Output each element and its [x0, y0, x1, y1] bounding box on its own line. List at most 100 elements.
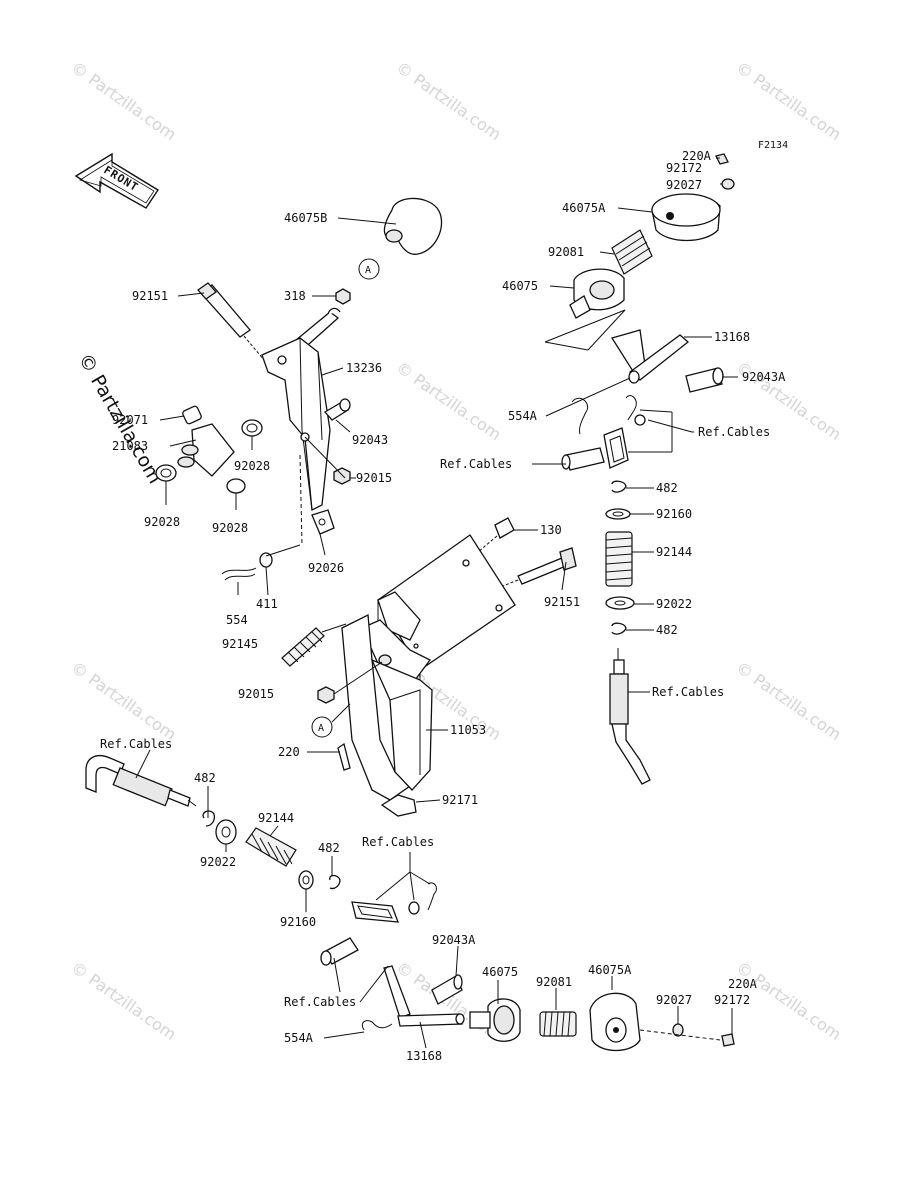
- washer-92028: [155, 464, 177, 482]
- part-label: 46075A: [588, 963, 632, 977]
- part-label: 92026: [308, 561, 344, 575]
- svg-text:A: A: [318, 723, 324, 734]
- washer-92022: [605, 596, 635, 610]
- part-label: 130: [540, 523, 562, 537]
- part-label: 411: [256, 597, 278, 611]
- clip-482: [611, 622, 627, 635]
- part-label: 92071: [112, 413, 148, 427]
- washer-92160: [298, 870, 314, 890]
- part-label: 13168: [714, 330, 750, 344]
- knob-46075b: [383, 197, 443, 255]
- washer-92028: [241, 419, 263, 437]
- clip-92026: [311, 509, 335, 535]
- washer-92160: [605, 508, 631, 520]
- part-label: Ref.Cables: [440, 457, 512, 471]
- spring-92145: [281, 627, 325, 667]
- part-label: 220: [278, 745, 300, 759]
- shift-lever-assembly: A: [155, 197, 443, 596]
- part-label: 21083: [112, 439, 148, 453]
- part-label: 92022: [200, 855, 236, 869]
- washer-92022: [215, 819, 237, 845]
- part-label: 46075A: [562, 201, 606, 215]
- part-label: 554A: [508, 409, 538, 423]
- clip-554: [221, 567, 257, 575]
- part-label: 482: [318, 841, 340, 855]
- part-label: 92145: [222, 637, 258, 651]
- watermark: © Partzilla.com: [733, 658, 845, 744]
- part-label: 554A: [284, 1031, 314, 1045]
- washer-92028: [226, 478, 246, 494]
- part-label: 92043: [352, 433, 388, 447]
- part-label: 92151: [132, 289, 168, 303]
- part-label: 92028: [212, 521, 248, 535]
- spring-92144: [605, 531, 633, 587]
- lever-13236: [261, 337, 331, 512]
- diagram-id: F2134: [758, 140, 788, 151]
- part-label: 92172: [714, 993, 750, 1007]
- svg-text:A: A: [365, 265, 371, 276]
- watermark: © Partzilla.com: [68, 58, 180, 144]
- part-label: 92027: [666, 178, 702, 192]
- part-label: Ref.Cables: [284, 995, 356, 1009]
- part-label: Ref.Cables: [362, 835, 434, 849]
- part-label: 13236: [346, 361, 382, 375]
- part-label: 92043A: [432, 933, 476, 947]
- clip-482: [329, 874, 341, 890]
- part-label: Ref.Cables: [100, 737, 172, 751]
- cable-left: [85, 755, 197, 807]
- part-label: 11053: [450, 723, 486, 737]
- ref-marker-a: [358, 258, 380, 280]
- part-label: 92144: [258, 811, 294, 825]
- front-arrow-icon: FRONT: [74, 152, 159, 209]
- part-label: 92028: [144, 515, 180, 529]
- part-label: 220A: [682, 149, 712, 163]
- mount-bracket-assembly: A: [281, 517, 577, 817]
- part-label: 46075: [482, 965, 518, 979]
- clamp-92171: [380, 794, 417, 817]
- part-label: 92081: [536, 975, 572, 989]
- part-label: 92043A: [742, 370, 786, 384]
- part-label: Ref.Cables: [652, 685, 724, 699]
- part-label: Ref.Cables: [698, 425, 770, 439]
- part-labels: 220A 92172 92027 46075A 92081 46075 1316…: [100, 149, 786, 1063]
- spring-92081: [539, 1011, 577, 1037]
- clip-554a: [571, 397, 588, 435]
- part-label: 92151: [544, 595, 580, 609]
- watermark: © Partzilla.com: [393, 58, 505, 144]
- part-label: 318: [284, 289, 306, 303]
- ref-marker-a: [311, 716, 333, 738]
- cable-right: [609, 648, 651, 785]
- part-label: 482: [194, 771, 216, 785]
- part-label: 482: [656, 481, 678, 495]
- part-label: 92160: [280, 915, 316, 929]
- lower-cable-assembly: [85, 749, 735, 1052]
- part-label: 92172: [666, 161, 702, 175]
- part-label: 46075B: [284, 211, 327, 225]
- part-label: 92022: [656, 597, 692, 611]
- part-label: 554: [226, 613, 248, 627]
- part-label: 92144: [656, 545, 692, 559]
- part-label: 13168: [406, 1049, 442, 1063]
- part-label: 92171: [442, 793, 478, 807]
- spring-92144: [245, 827, 297, 867]
- upper-detent-assembly: [532, 153, 738, 785]
- cable-end: [351, 901, 399, 923]
- part-label: 92015: [238, 687, 274, 701]
- part-label: 482: [656, 623, 678, 637]
- part-label: 92028: [234, 459, 270, 473]
- cable-end: [603, 427, 629, 469]
- clip-554a: [361, 1020, 393, 1031]
- watermark: © Partzilla.com: [733, 58, 845, 144]
- part-label: 92015: [356, 471, 392, 485]
- part-label: 220A: [728, 977, 758, 991]
- clip-482: [202, 810, 216, 827]
- watermark: © Partzilla.com: [393, 358, 505, 444]
- watermark: © Partzilla.com: [68, 658, 180, 744]
- arm-13168: [383, 965, 411, 1019]
- spring-92081: [611, 229, 653, 275]
- part-label: 92027: [656, 993, 692, 1007]
- part-label: 46075: [502, 279, 538, 293]
- part-label: 92081: [548, 245, 584, 259]
